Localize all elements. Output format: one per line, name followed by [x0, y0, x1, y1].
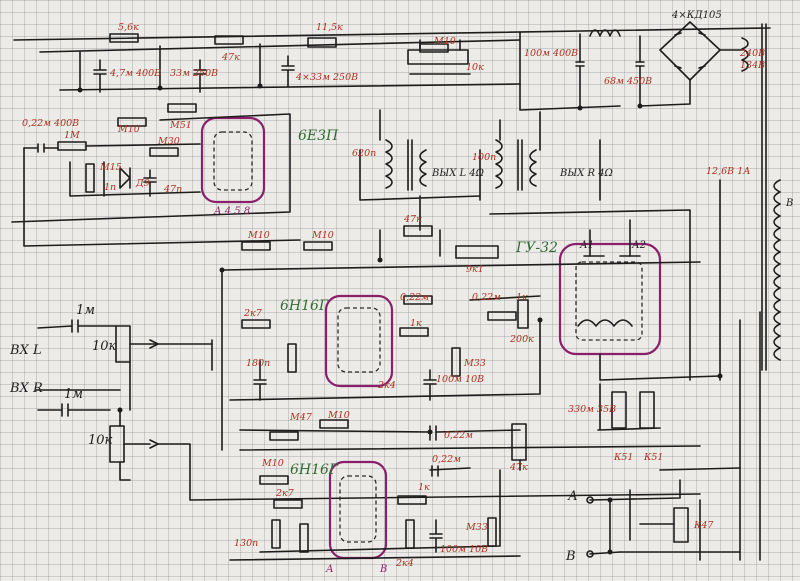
label-diode-d9: Д9 [135, 178, 150, 189]
label-tube-6n16g-bottom: 6Н16Г [290, 462, 339, 478]
label-pot-10k-l: 10к [92, 339, 117, 354]
label-r-1m-in: 1М [64, 130, 80, 141]
label-pot-k47: К47 [693, 520, 714, 531]
label-out-left: ВЫХ L 4Ω [431, 168, 484, 179]
label-r-1k-b: 1к [516, 292, 528, 303]
label-r-m33: М33 [463, 358, 486, 369]
label-r-47k-top: 47к [221, 52, 240, 63]
terminals-ab [586, 467, 741, 561]
label-c-1m-r: 1м [64, 387, 83, 402]
label-r-2k4-bot: 2к4 [395, 558, 414, 569]
label-c-0-22m-mid: 0,22м [444, 430, 473, 441]
tube-6n16g-top [211, 229, 701, 451]
label-r-m51: М51 [169, 120, 192, 131]
label-r-1k-a: 1к [410, 318, 422, 329]
label-r-9k1: 9к1 [466, 264, 484, 275]
label-r-1k-bot: 1к [418, 482, 430, 493]
label-in-right: ВХ R [9, 381, 43, 396]
label-lamp-126: 12,6В 1А [706, 166, 750, 177]
label-r-m10-bot: М10 [327, 410, 350, 421]
label-r-2k7-top: 2к7 [243, 308, 263, 319]
label-r-m10-top: М10 [433, 36, 456, 47]
label-c-47p: 47п [163, 184, 182, 195]
label-c-100m-10v-bot: 100м 10В [440, 544, 488, 555]
label-r-10k-top: 10к [466, 62, 484, 73]
label-in-left: ВХ L [9, 343, 42, 358]
label-c-filter1: 100м 400В [524, 48, 578, 59]
label-c-1m-l: 1м [76, 303, 95, 318]
tube-gu32 [489, 23, 781, 561]
label-c-130p: 130п [234, 538, 258, 549]
label-pot-47k: 47к [509, 462, 528, 473]
label-c-100p: 100п [472, 152, 496, 163]
label-tube-6n16g-top: 6Н16Г [280, 298, 329, 314]
label-r-2k4-top: 2к4 [377, 380, 396, 391]
label-r-5-6k: 5,6к [118, 22, 139, 33]
label-c-100m-10v-top: 100м 10В [436, 374, 484, 385]
junction-dots [77, 83, 723, 555]
label-rectifier: 4×КД105 [671, 10, 722, 21]
label-r-2k7-bot: 2к7 [275, 488, 295, 499]
label-out-right: ВЫХ R 4Ω [559, 168, 613, 179]
label-tr-240: 240В [739, 48, 765, 59]
label-r-0-22m-b: 0,22м [472, 292, 501, 303]
label-pins-6e3p: А 4 5 8 [213, 206, 250, 217]
label-r-k51-a: К51 [613, 452, 633, 463]
label-gu32-a1: А1 [579, 240, 594, 251]
label-r-m33-bot: М33 [465, 522, 488, 533]
label-c-4-7m: 4,7м 400В [109, 68, 161, 79]
tube-6n16g-bottom [229, 460, 521, 561]
tube-6e3p [11, 103, 301, 247]
label-r-m10-a: М10 [117, 124, 140, 135]
label-tube-gu32: ГУ-32 [515, 240, 558, 256]
output-transformers [359, 109, 601, 237]
label-pot-10k-r: 10к [88, 433, 113, 448]
label-r-m10-mid2: М10 [311, 230, 334, 241]
label-r-m10-mid1: М10 [247, 230, 270, 241]
label-tr-b: В [785, 198, 793, 209]
inputs [35, 319, 701, 501]
label-tube-6e3p: 6Е3П [298, 128, 339, 144]
label-r-m30: М30 [157, 136, 180, 147]
label-c-180p: 180п [246, 358, 270, 369]
label-r-11-5k: 11,5к [316, 22, 343, 33]
label-r-47k-mid: 47к [403, 214, 422, 225]
label-c-0-22m-bot: 0,22м [432, 454, 461, 465]
label-c-1n: 1п [104, 182, 116, 193]
label-pins-bot-a: А [325, 564, 334, 575]
label-c-33m: 33м 250В [170, 68, 218, 79]
label-pins-bot-v: В [379, 564, 387, 575]
label-c-4x33: 4×33м 250В [295, 72, 358, 83]
label-pin-a: А [567, 489, 578, 504]
label-r-m10-bot2: М10 [261, 458, 284, 469]
label-c-330m: 330м 35В [568, 404, 616, 415]
label-c-620p: 620п [352, 148, 376, 159]
label-c-filter2: 68м 450В [604, 76, 652, 87]
label-r-k51-b: К51 [643, 452, 663, 463]
label-r-m47-a: М47 [289, 412, 313, 423]
label-r-0-22m-a: 0,22м [400, 292, 429, 303]
component-labels: 4×КД105 100м 400В 68м 450В 240В 134В 11,… [9, 10, 793, 575]
label-r-200k: 200к [509, 334, 534, 345]
label-r-m15: М15 [99, 162, 122, 173]
label-pin-v: В [565, 549, 576, 564]
label-c-022-in: 0,22м 400В [22, 118, 79, 129]
label-gu32-a2: А2 [631, 240, 646, 251]
power-supply [13, 21, 771, 111]
label-tr-134: 134В [740, 60, 765, 71]
